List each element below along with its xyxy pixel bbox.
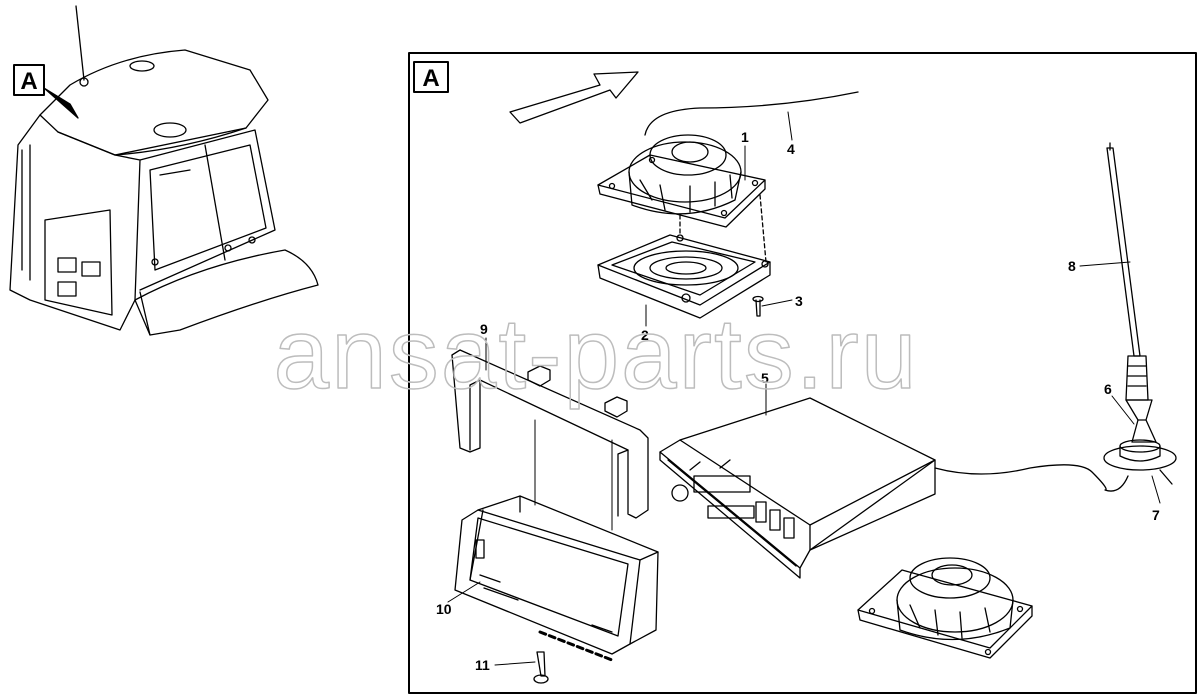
detail-view-label-box: A (413, 61, 449, 93)
radio-mounting-sleeve (454, 495, 659, 655)
callout-leader-lines (447, 111, 1161, 666)
antenna-base (1103, 439, 1177, 485)
speaker-cable (644, 91, 859, 136)
screw (752, 295, 764, 317)
callout-2: 2 (641, 327, 649, 343)
callout-numbers: 1 2 3 4 5 6 7 8 9 10 11 (436, 129, 1160, 673)
callout-11: 11 (475, 657, 490, 673)
detail-view-frame (408, 52, 1197, 694)
overview-view-label-box: A (13, 64, 79, 119)
antenna (1106, 142, 1157, 443)
sleeve-screw (533, 651, 549, 684)
direction-arrow (509, 71, 639, 124)
speaker-housing (597, 234, 771, 319)
callout-1: 1 (741, 129, 749, 145)
cab-overview-illustration (9, 5, 319, 336)
mounting-bracket (451, 349, 649, 531)
callout-4: 4 (787, 141, 795, 157)
antenna-cable (934, 464, 1129, 492)
callout-5: 5 (761, 370, 769, 386)
callout-9: 9 (480, 321, 488, 337)
upper-speaker (597, 134, 766, 228)
overview-view-label: A (20, 68, 37, 95)
fastener-line (538, 630, 614, 662)
assembly-lines (679, 194, 767, 263)
callout-8: 8 (1068, 258, 1076, 274)
lower-speaker (857, 557, 1033, 659)
callout-6: 6 (1104, 381, 1112, 397)
radio-unit (659, 397, 936, 579)
callout-10: 10 (436, 601, 452, 617)
detail-view-label: A (422, 65, 439, 92)
callout-3: 3 (795, 293, 803, 309)
callout-7: 7 (1152, 507, 1160, 523)
watermark: ansat-parts.ru (274, 298, 919, 410)
